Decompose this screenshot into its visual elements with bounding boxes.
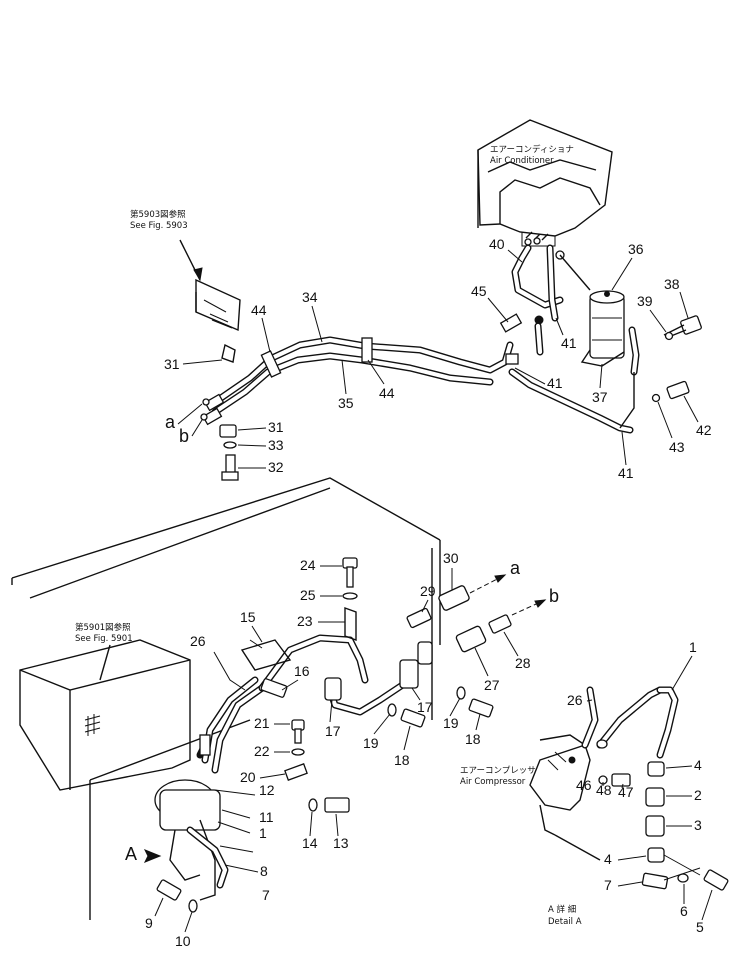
detail-a-jp-label: A 詳 細 [548, 904, 576, 915]
fig5903-en-label: See Fig. 5903 [130, 221, 188, 231]
callout-7a: 7 [262, 887, 270, 903]
callout-18b: 18 [394, 752, 410, 768]
callout-34: 34 [302, 289, 318, 305]
air-compressor-main [154, 676, 266, 901]
callout-28: 28 [515, 655, 531, 671]
connection-a: a [165, 412, 176, 432]
callout-14: 14 [302, 835, 318, 851]
callout-39: 39 [637, 293, 653, 309]
callout-12: 12 [259, 782, 275, 798]
bracket-fig5903 [195, 278, 241, 363]
callout-36: 36 [628, 241, 644, 257]
air-conditioner-en-label: Air Conditioner [490, 156, 554, 166]
connection-a-lower: a [510, 558, 521, 578]
callout-29: 29 [420, 583, 436, 599]
callout-44a: 44 [251, 302, 267, 318]
callout-20: 20 [240, 769, 256, 785]
receiver-dryer [580, 290, 625, 367]
connection-b-lower: b [549, 586, 559, 606]
callout-19a: 19 [443, 715, 459, 731]
callout-3: 3 [694, 817, 702, 833]
callout-4a: 4 [694, 757, 702, 773]
callout-19b: 19 [363, 735, 379, 751]
callout-25: 25 [300, 587, 316, 603]
callout-42: 42 [696, 422, 712, 438]
detail-a-en-label: Detail A [548, 917, 582, 927]
callout-1a: 1 [259, 825, 267, 841]
callout-41a: 41 [561, 335, 577, 351]
callout-18a: 18 [465, 731, 481, 747]
air-conditioner-jp-label: エアーコンディショナ [490, 144, 574, 155]
callout-32: 32 [268, 459, 284, 475]
callout-4b: 4 [604, 851, 612, 867]
air-compressor-jp-label: エアーコンプレッサ [460, 766, 536, 776]
callout-38: 38 [664, 276, 680, 292]
callout-6: 6 [680, 903, 688, 919]
engine-block [19, 639, 251, 920]
callout-26a: 26 [190, 633, 206, 649]
callout-24: 24 [300, 557, 316, 573]
callout-22: 22 [254, 743, 270, 759]
callout-23: 23 [297, 613, 313, 629]
callout-30: 30 [443, 550, 459, 566]
callout-33: 33 [268, 437, 284, 453]
air-conditioner-unit [477, 119, 613, 247]
fig5901-jp-label: 第5901図参照 [75, 622, 131, 633]
callout-37: 37 [592, 389, 608, 405]
callout-16: 16 [294, 663, 310, 679]
machine-body-outline [11, 477, 441, 720]
callout-40: 40 [489, 236, 505, 252]
callout-41b: 41 [547, 375, 563, 391]
callout-44b: 44 [379, 385, 395, 401]
callout-45: 45 [471, 283, 487, 299]
callout-31b: 31 [268, 419, 284, 435]
callout-43: 43 [669, 439, 685, 455]
callout-35: 35 [338, 395, 354, 411]
callout-5: 5 [696, 919, 704, 935]
callout-26b: 26 [567, 692, 583, 708]
callout-17b: 17 [325, 723, 341, 739]
air-compressor-en-label: Air Compressor [460, 777, 526, 787]
callout-31a: 31 [164, 356, 180, 372]
callout-10: 10 [175, 933, 191, 949]
callout-2: 2 [694, 787, 702, 803]
callout-48: 48 [596, 782, 612, 798]
callout-13: 13 [333, 835, 349, 851]
callout-47: 47 [618, 784, 634, 800]
callout-1b: 1 [689, 639, 697, 655]
view-a-label: A [125, 844, 137, 864]
connection-b: b [179, 426, 189, 446]
callout-27: 27 [484, 677, 500, 693]
callout-41c: 41 [618, 465, 634, 481]
fig5903-jp-label: 第5903図参照 [130, 209, 186, 220]
callout-46: 46 [576, 777, 592, 793]
callout-21: 21 [254, 715, 270, 731]
fig5901-en-label: See Fig. 5901 [75, 634, 133, 644]
callout-17a: 17 [417, 699, 433, 715]
callout-8: 8 [260, 863, 268, 879]
callout-11: 11 [259, 809, 274, 825]
callout-9: 9 [145, 915, 153, 931]
callout-15: 15 [240, 609, 256, 625]
callout-7b: 7 [604, 877, 612, 893]
